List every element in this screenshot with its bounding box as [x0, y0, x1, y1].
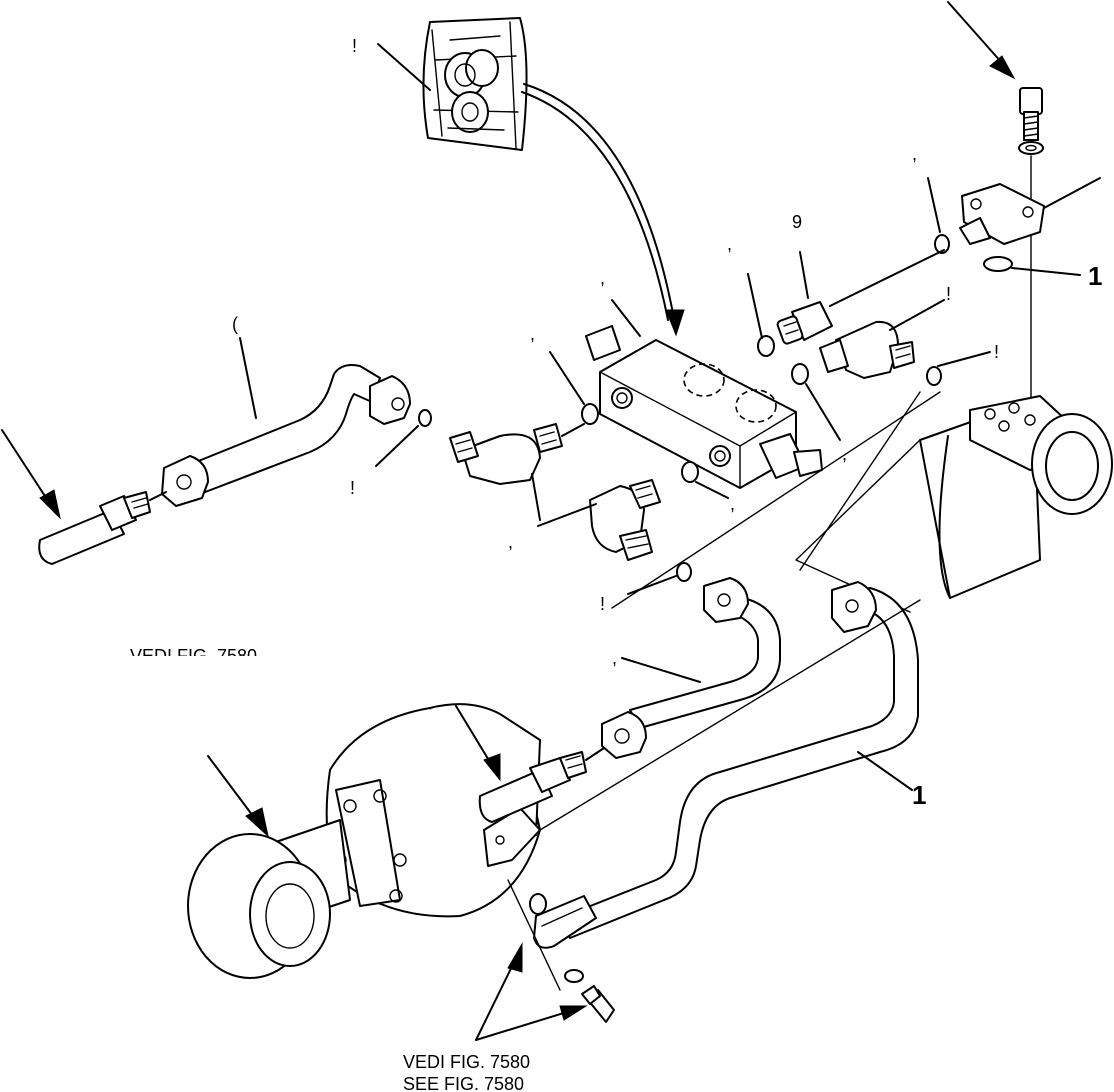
cap-screw: [1019, 87, 1043, 141]
oring-adapter: [757, 335, 775, 357]
svg-text:,: ,: [612, 648, 617, 668]
tube-long: [533, 581, 919, 949]
note-see-fig: SEE FIG. 7580: [403, 1074, 524, 1092]
hydraulic-cylinder-right: [919, 395, 1113, 599]
seal-kit-leader: [377, 43, 431, 91]
elbow-fitting-lower: [589, 479, 661, 561]
svg-text:,: ,: [530, 324, 535, 344]
oring-elbow-right: [926, 366, 942, 386]
svg-text:,: ,: [842, 444, 847, 464]
svg-text:,: ,: [730, 494, 735, 514]
svg-text:(: (: [232, 314, 238, 334]
valve-block: [585, 325, 823, 489]
hydraulic-cylinder-lower: [187, 703, 541, 979]
tube-mid: [601, 577, 781, 759]
lock-washer: [1018, 141, 1044, 155]
hydraulic-line-callout-number: 1: [912, 780, 926, 810]
seal-kit-bag-icon: [422, 17, 528, 151]
svg-text:,: ,: [600, 268, 605, 288]
leader-arrow-icon: [665, 309, 685, 337]
washer-bottom: [564, 969, 584, 983]
seal-kit-callout: !: [352, 36, 357, 56]
note-vedi-fig-top: VEDI FIG. 7580: [130, 646, 257, 666]
svg-text:!: !: [350, 478, 355, 498]
oring-callout-number: 1: [1088, 261, 1102, 291]
oring-flange: [983, 256, 1013, 272]
elbow-fitting-center: [449, 423, 563, 485]
hose-end-left: [38, 491, 151, 565]
svg-text:!: !: [600, 594, 605, 614]
note-vedi-fig: VEDI FIG. 7580: [403, 1052, 530, 1072]
oring-block-left: [581, 403, 599, 425]
oring-tube-left: [418, 409, 432, 427]
elbow-fitting-right: [819, 320, 915, 379]
oring-lower-elbow: [681, 461, 699, 483]
oring-small-top: [934, 234, 950, 254]
cap-screw-bottom: [581, 985, 615, 1023]
hose-end-lower: [478, 751, 587, 823]
svg-text:,: ,: [912, 144, 917, 164]
oring-bottom: [529, 893, 547, 915]
straight-adapter: [776, 301, 833, 345]
flange-fitting: [959, 183, 1045, 245]
seal-kit-arrow: [523, 83, 677, 331]
svg-text:!: !: [946, 284, 951, 304]
oring-lower: [676, 562, 692, 582]
svg-text:!: !: [994, 342, 999, 362]
svg-text:,: ,: [727, 234, 732, 254]
oring-block-right: [791, 363, 809, 385]
arrow-head-bolt: [989, 55, 1016, 80]
svg-text:,: ,: [508, 532, 513, 552]
svg-text:9: 9: [792, 212, 802, 232]
tube-left: [161, 364, 411, 507]
